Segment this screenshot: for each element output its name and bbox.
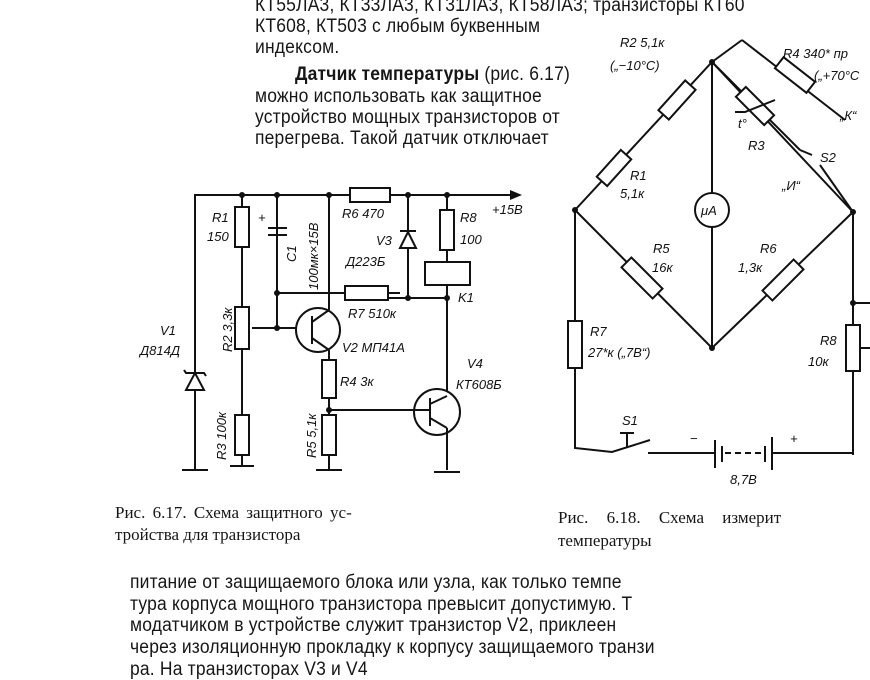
label-v3-value: Д223Б <box>344 254 386 269</box>
label-supply: +15В <box>492 202 523 217</box>
label-r1: R1 <box>212 210 229 225</box>
resistor-r5 <box>321 414 337 456</box>
label-temperature: t° <box>738 116 747 131</box>
label-r1-value: 5,1к <box>620 186 645 201</box>
polarity-plus: + <box>258 210 266 225</box>
label-v1-value: Д814Д <box>138 343 180 358</box>
label-r8-value: 100 <box>460 232 482 247</box>
label-k1: K1 <box>458 290 474 305</box>
label-r6: R6 <box>760 241 777 256</box>
label-v4-value: КТ608Б <box>456 377 502 392</box>
text-line: питание от защищаемого блока или узла, к… <box>130 572 622 593</box>
label-r5: R5 5,1к <box>304 413 319 458</box>
text-line: перегрева. Такой датчик отключает <box>255 128 549 149</box>
resistor-r8 <box>439 209 455 251</box>
label-r5: R5 <box>653 241 670 256</box>
label-r7: R7 <box>590 324 607 339</box>
label-c1: C1 <box>284 245 299 262</box>
label-r2: R2 3,3к <box>220 307 235 352</box>
label-r6: R6 470 <box>342 206 385 221</box>
figure-6-18-caption: Рис. 6.18. Схема измерит <box>558 508 782 527</box>
figure-6-17-schematic: R1 150 + C1 100мк×15В R6 470 V3 Д223Б R8… <box>138 187 523 473</box>
label-r1-value: 150 <box>207 229 229 244</box>
transistor-v4 <box>413 388 461 436</box>
transistor-v2 <box>295 307 341 353</box>
label-r5-value: 16к <box>652 260 673 275</box>
resistor-r2 <box>657 79 697 121</box>
text-line: тура корпуса мощного транзистора превыси… <box>130 594 633 615</box>
paragraph-heading-line: Датчик температуры (рис. 6.17) <box>295 65 570 85</box>
resistor-r1 <box>234 206 250 248</box>
label-c1-value: 100мк×15В <box>306 222 321 290</box>
resistor-r4 <box>773 55 817 95</box>
label-r4: R4 340* пр <box>783 46 848 61</box>
text-line: ра. На транзисторах V3 и V4 <box>130 659 368 680</box>
resistor-r4 <box>321 359 337 399</box>
diode-v3 <box>398 229 418 249</box>
label-r7-value: 27*к („7В“) <box>587 345 651 360</box>
label-battery: 8,7В <box>730 472 757 487</box>
label-s2: S2 <box>820 150 837 165</box>
label-r3: R3 100к <box>214 411 229 460</box>
label-r3: R3 <box>748 138 765 153</box>
resistor-r1 <box>595 148 633 188</box>
label-r8-value: 10к <box>808 354 829 369</box>
text-line: устройство мощных транзисторов от <box>255 107 561 128</box>
label-r4-temp: („+70°C <box>814 68 860 83</box>
text-line: КТ608, КТ503 с любым буквенным <box>255 16 541 37</box>
label-v4: V4 <box>467 356 483 371</box>
text-line: модатчиком в устройстве служит транзисто… <box>130 615 617 636</box>
text-line: можно использовать как защитное <box>255 86 542 107</box>
zener-v1 <box>184 370 206 391</box>
label-r1: R1 <box>630 168 647 183</box>
resistor-r7 <box>567 320 583 369</box>
figure-6-18-schematic: R2 5,1к („−10°C) R4 340* пр („+70°C „К“ … <box>567 35 870 487</box>
label-r7: R7 510к <box>348 306 397 321</box>
resistor-r7 <box>344 285 389 301</box>
resistor-r8 <box>845 324 861 372</box>
label-r8: R8 <box>820 333 837 348</box>
text-line: индексом. <box>255 37 340 58</box>
label-minus: − <box>690 431 698 446</box>
label-plus: + <box>790 431 798 446</box>
figure-6-17-caption: Рис. 6.17. Схема защитного ус- <box>115 503 352 522</box>
label-r6-value: 1,3к <box>738 260 763 275</box>
label-r4: R4 3к <box>340 374 374 389</box>
label-r2: R2 5,1к <box>620 35 665 50</box>
label-v3: V3 <box>376 233 393 248</box>
label-position-i: „И“ <box>781 178 801 193</box>
label-microammeter: μА <box>700 203 717 218</box>
resistor-r6 <box>761 258 805 302</box>
label-r2-temp: („−10°C) <box>610 58 660 73</box>
paragraph-bold-term: Датчик температуры <box>295 64 480 85</box>
text-line: КТ55ЛА3, КТ33ЛА3, КТ31ЛА3, КТ58ЛА3; тран… <box>255 0 745 16</box>
figure-6-17-caption-line2: тройства для транзистора <box>115 525 301 544</box>
label-position-k: „К“ <box>839 108 857 123</box>
resistor-r5 <box>620 256 664 300</box>
figure-reference: (рис. 6.17) <box>484 64 570 85</box>
potentiometer-r2 <box>234 306 250 350</box>
figure-6-18-caption-line2: температуры <box>558 531 652 550</box>
text-line: через изоляционную прокладку к корпусу з… <box>130 637 655 658</box>
label-r8: R8 <box>460 210 477 225</box>
label-v1: V1 <box>160 323 176 338</box>
label-v2: V2 МП41А <box>342 340 405 355</box>
resistor-r3 <box>234 414 250 456</box>
resistor-r6 <box>349 187 391 203</box>
relay-k1 <box>424 261 471 286</box>
label-s1: S1 <box>622 413 638 428</box>
